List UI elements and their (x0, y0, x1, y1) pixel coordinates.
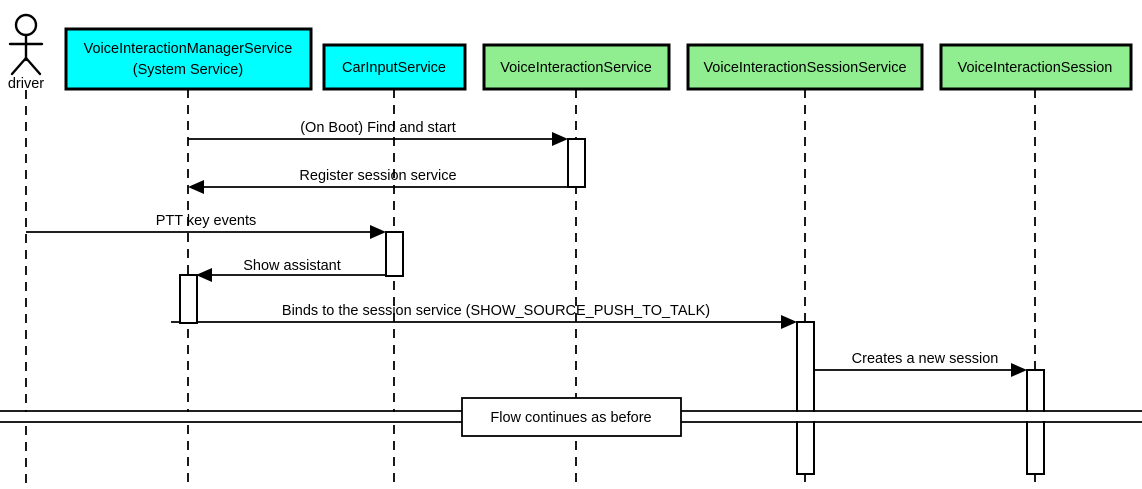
participant-carinput-box[interactable] (322, 43, 467, 91)
message-on-boot-find-and-start[interactable]: (On Boot) Find and start (188, 120, 568, 146)
participant-vis-box[interactable] (482, 43, 671, 91)
message-show-assistant[interactable]: Show assistant (196, 258, 386, 282)
message-creates-new-session-arrowhead (1011, 363, 1027, 377)
participant-vsession-label: VoiceInteractionSession (958, 60, 1113, 76)
actor-head-icon (14, 13, 38, 37)
participant-vims-label-line1: VoiceInteractionManagerService (84, 41, 293, 57)
activation-bar-vims[interactable] (179, 274, 198, 324)
activations-layer (179, 138, 1045, 475)
message-on-boot-label: (On Boot) Find and start (300, 120, 456, 136)
participant-vims[interactable]: VoiceInteractionManagerService (System S… (64, 27, 313, 91)
message-ptt-key-events-arrowhead (370, 225, 386, 239)
participant-vsession-box[interactable] (939, 43, 1133, 91)
message-register-session-label: Register session service (299, 168, 456, 184)
message-show-assistant-label: Show assistant (243, 258, 341, 274)
message-binds-session-arrowhead (781, 315, 797, 329)
participant-viss-label: VoiceInteractionSessionService (703, 60, 906, 76)
message-binds-session-label: Binds to the session service (SHOW_SOURC… (282, 303, 710, 319)
flow-gap-divider: Flow continues as before (0, 397, 1142, 437)
actor-leg-left-icon (10, 56, 28, 76)
divider-note-box[interactable] (461, 397, 682, 437)
message-register-session-arrowhead (188, 180, 204, 194)
message-register-session-service[interactable]: Register session service (188, 168, 568, 194)
messages-layer: (On Boot) Find and start Register sessio… (26, 120, 1027, 377)
activation-bar-viss[interactable] (796, 321, 815, 475)
participants-layer: VoiceInteractionManagerService (System S… (64, 27, 1133, 91)
participant-carinput[interactable]: CarInputService (322, 43, 467, 91)
message-on-boot-arrowhead (552, 132, 568, 146)
participant-vis[interactable]: VoiceInteractionService (482, 43, 671, 91)
message-ptt-key-events[interactable]: PTT key events (26, 213, 386, 239)
message-creates-new-session-label: Creates a new session (852, 351, 999, 367)
message-ptt-key-events-label: PTT key events (156, 213, 256, 229)
participant-vsession[interactable]: VoiceInteractionSession (939, 43, 1133, 91)
activation-bar-vis-boot[interactable] (567, 138, 586, 188)
participant-vims-label-line2: (System Service) (133, 62, 243, 78)
participant-viss-box[interactable] (686, 43, 924, 91)
message-creates-new-session[interactable]: Creates a new session (814, 351, 1027, 377)
actor-label-driver: driver (8, 76, 44, 92)
divider-note-label: Flow continues as before (490, 410, 651, 426)
message-show-assistant-arrowhead (196, 268, 212, 282)
message-binds-session-service[interactable]: Binds to the session service (SHOW_SOURC… (171, 303, 797, 329)
participant-viss[interactable]: VoiceInteractionSessionService (686, 43, 924, 91)
actor-driver[interactable]: driver (8, 13, 44, 92)
actor-leg-right-icon (24, 56, 42, 76)
activation-bar-carinput[interactable] (385, 231, 404, 277)
participant-vims-box[interactable] (64, 27, 313, 91)
participant-vis-label: VoiceInteractionService (500, 60, 652, 76)
participant-carinput-label: CarInputService (342, 60, 446, 76)
